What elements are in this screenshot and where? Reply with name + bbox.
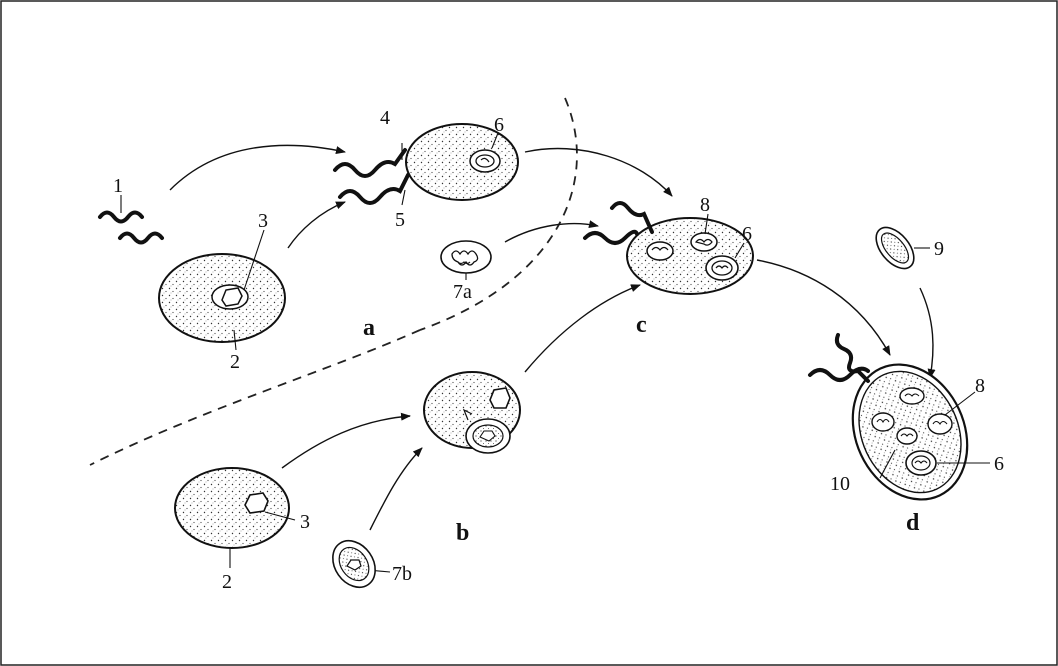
- cell-b-lower: [174, 467, 290, 549]
- arrow-7b-to-b: [369, 447, 423, 531]
- dashed-separator-upper: [419, 97, 578, 331]
- arrow-9-to-d: [919, 287, 936, 379]
- label-7b: 7b: [392, 563, 412, 585]
- flagella-d: [808, 333, 870, 383]
- panel-label-b: b: [456, 520, 469, 546]
- free-flagella-1: [98, 210, 164, 245]
- cell-9: [875, 226, 915, 270]
- label-6-c: 6: [742, 223, 752, 245]
- arrow-a-to-c: [524, 147, 673, 197]
- leader-lines-d: [879, 391, 990, 479]
- arrow-cell-to-b: [281, 412, 411, 469]
- cell-c: [626, 217, 754, 295]
- cell-b-fused: [423, 371, 521, 454]
- arrow-7a-to-c: [504, 220, 599, 243]
- label-3-a: 3: [258, 210, 268, 232]
- arrow-b-to-c: [524, 284, 641, 373]
- panel-label-d: d: [906, 510, 920, 536]
- label-2-b: 2: [222, 571, 232, 593]
- label-5: 5: [395, 209, 405, 231]
- label-1: 1: [113, 175, 123, 197]
- cell-a-upper: [405, 123, 519, 201]
- label-8-c: 8: [700, 194, 710, 216]
- arrow-c-to-d: [756, 259, 891, 356]
- cell-7b: [332, 540, 376, 588]
- flagella-c: [583, 201, 654, 245]
- flagella-a: [333, 148, 410, 205]
- panel-label-c: c: [636, 312, 647, 338]
- label-8-d: 8: [975, 375, 985, 397]
- cell-a-lower: [158, 253, 286, 343]
- label-6-a: 6: [494, 114, 504, 136]
- arrow-cell-to-5: [287, 201, 346, 249]
- label-10: 10: [830, 473, 850, 495]
- panel-label-a: a: [363, 315, 375, 341]
- dashed-separator-lower: [89, 329, 421, 466]
- label-3-b: 3: [300, 511, 310, 533]
- leader-lines-a: [120, 132, 499, 351]
- cell-d: [851, 363, 969, 501]
- cell-7a: [440, 240, 492, 274]
- label-7a: 7a: [453, 281, 472, 303]
- arrow-1-to-4: [169, 144, 346, 191]
- label-6-d: 6: [994, 453, 1004, 475]
- label-9: 9: [934, 238, 944, 260]
- label-2-a: 2: [230, 351, 240, 373]
- label-4: 4: [380, 107, 390, 129]
- leader-lines-c: [704, 213, 745, 259]
